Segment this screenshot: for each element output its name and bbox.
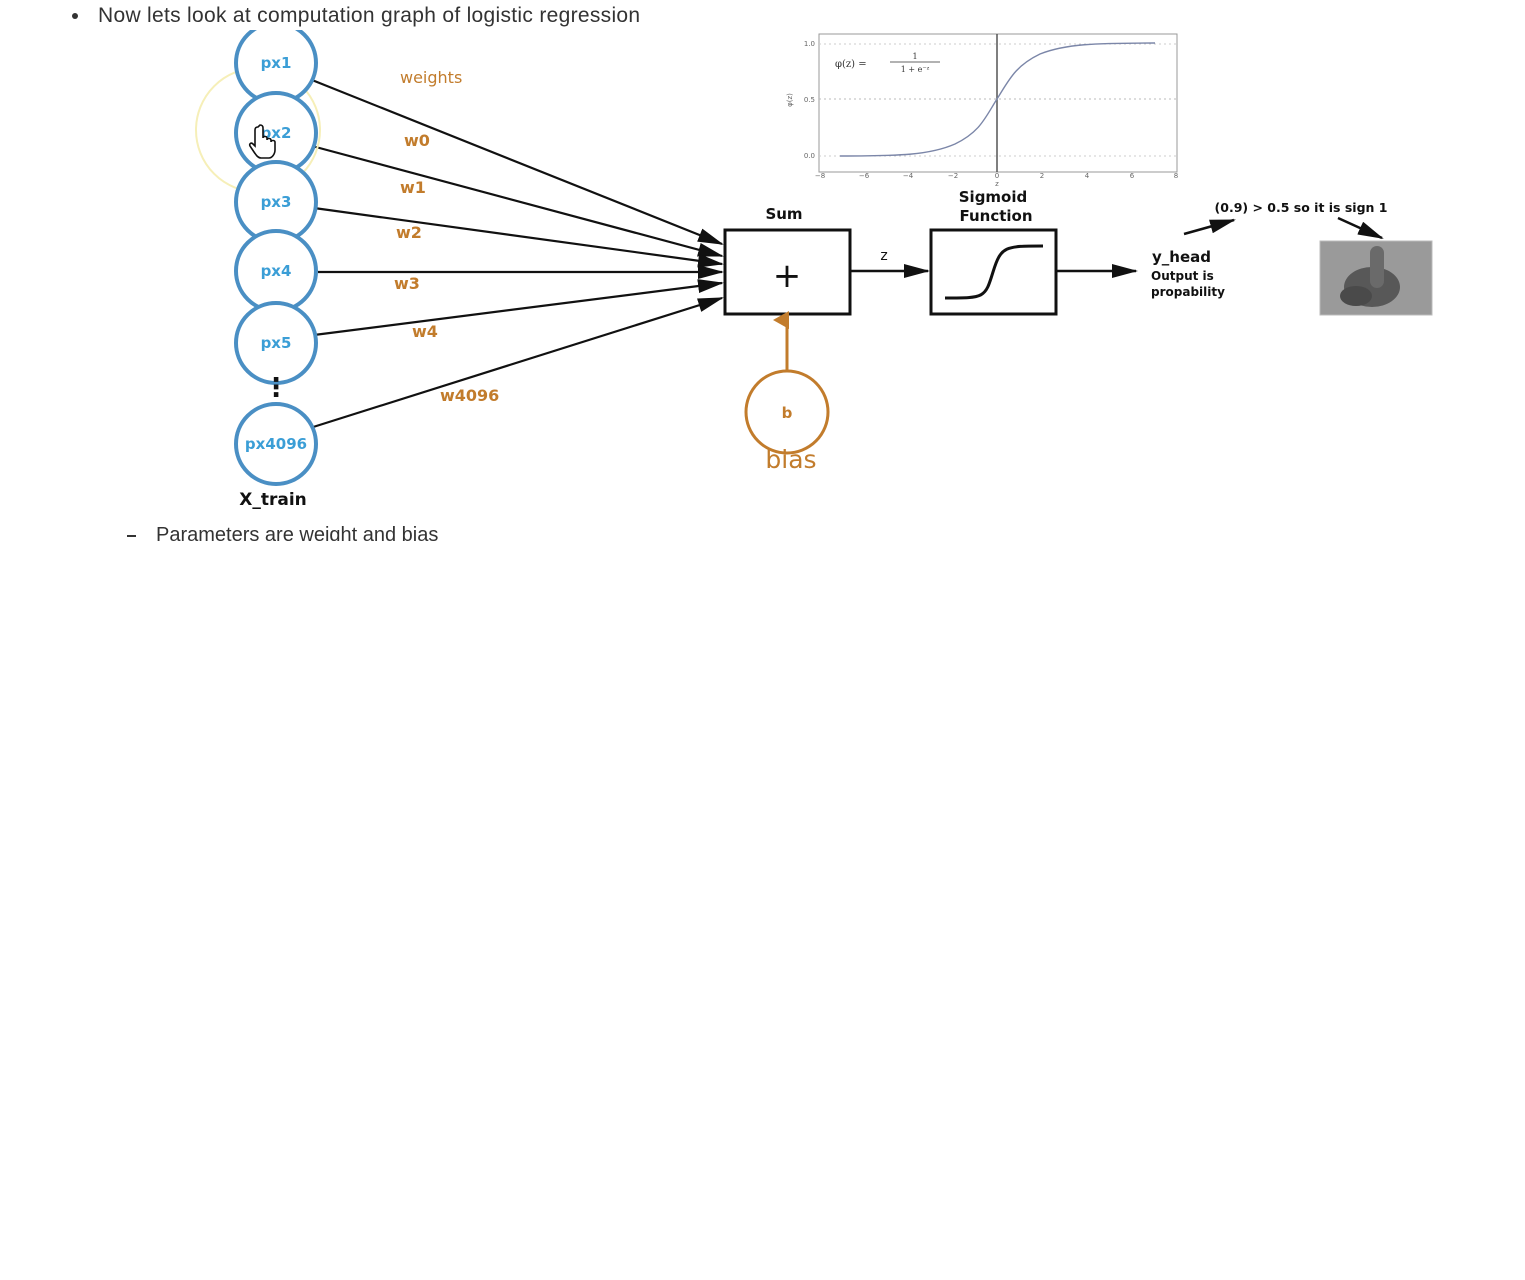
bullet-dash	[127, 534, 136, 537]
edge-px3	[313, 206, 724, 268]
weight-label-w3: w3	[394, 274, 420, 293]
decision-arrow-left	[1183, 218, 1236, 236]
input-label-px4096: px4096	[245, 435, 307, 453]
plot-xtick-6: 2	[1040, 172, 1044, 180]
weight-label-w2: w2	[396, 223, 422, 242]
sum-symbol: +	[773, 256, 802, 296]
x-train-label: X_train	[239, 490, 307, 510]
plot-xtick-8: 6	[1130, 172, 1135, 180]
hand-cursor-icon	[248, 124, 276, 159]
input-node-px4: px4	[234, 229, 318, 313]
input-node-px5: px5	[234, 301, 318, 385]
sub-bullet-text: Parameters are weight and bias	[156, 524, 439, 541]
plot-xtick-2: −6	[859, 172, 870, 180]
plot-xtick-3: −4	[903, 172, 914, 180]
plot-ylabel: φ(z)	[786, 93, 794, 107]
output-line-1: Output is	[1151, 269, 1214, 283]
sub-bullet: Parameters are weight and bias	[127, 524, 438, 541]
weight-label-w4: w4	[412, 322, 438, 341]
plot-formula-num: 1	[912, 52, 917, 61]
plot-xtick-9: 8	[1174, 172, 1178, 180]
output-line-2: propability	[1151, 285, 1225, 299]
plot-formula-den: 1 + e⁻ᶻ	[901, 65, 930, 74]
plot-xlabel: z	[995, 180, 999, 188]
sigmoid-title-1: Sigmoid	[959, 188, 1028, 206]
edge-px2	[311, 144, 724, 258]
sigmoid-title-2: Function	[959, 207, 1032, 225]
z-label: z	[880, 248, 887, 264]
input-ellipsis: ⋮	[263, 373, 289, 403]
bullet-dot	[72, 13, 78, 20]
bias-node-label: b	[782, 404, 793, 422]
plot-ytick-2: 0.5	[804, 96, 815, 104]
sigmoid-curve-icon	[944, 244, 1044, 300]
weight-label-w4096: w4096	[440, 386, 499, 405]
computation-graph: px1 px2 px3 px4 px5 ⋮ px4096 X_train wei…	[195, 30, 1433, 510]
input-node-px4096: px4096	[234, 402, 318, 486]
plot-formula-left: φ(z) =	[835, 59, 867, 70]
input-label-px1: px1	[261, 54, 292, 72]
input-label-px3: px3	[261, 193, 292, 211]
decision-text: (0.9) > 0.5 so it is sign 1	[1215, 200, 1388, 215]
plot-xtick-7: 4	[1085, 172, 1090, 180]
yhead-label: y_head	[1152, 248, 1211, 266]
edge-px1	[311, 78, 724, 246]
input-label-px2: px2	[261, 124, 292, 142]
bias-node	[744, 369, 830, 455]
plot-xtick-5: 0	[995, 172, 999, 180]
hand-sign-image	[1319, 240, 1433, 316]
sum-label: Sum	[765, 205, 802, 223]
decision-arrow-right	[1337, 216, 1384, 240]
intro-bullet: Now lets look at computation graph of lo…	[72, 4, 640, 28]
input-label-px4: px4	[261, 262, 292, 280]
weights-title: weights	[400, 68, 462, 87]
sigmoid-plot-curve	[839, 42, 1156, 157]
sigmoid-plot: φ(z) = 1 1 + e⁻ᶻ 1.0 0.5 0.0 φ(z) −8 −6 …	[786, 33, 1178, 188]
plot-ytick-1: 1.0	[804, 40, 815, 48]
weight-label-w0: w0	[404, 131, 430, 150]
edge-px4096	[309, 296, 724, 430]
plot-xtick-4: −2	[948, 172, 958, 180]
weight-label-w1: w1	[400, 178, 426, 197]
input-label-px5: px5	[261, 334, 292, 352]
intro-text: Now lets look at computation graph of lo…	[98, 4, 641, 27]
plot-xtick-1: −8	[815, 172, 825, 180]
bias-label: bias	[765, 445, 816, 474]
plot-ytick-3: 0.0	[804, 152, 815, 160]
edge-px5	[313, 279, 724, 337]
